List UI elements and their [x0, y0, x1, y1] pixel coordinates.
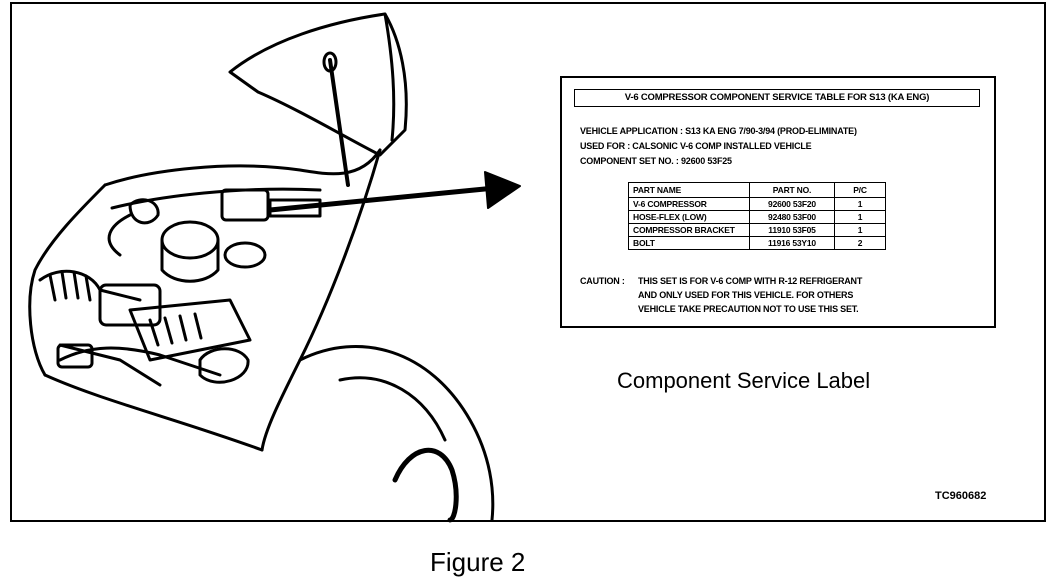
part-no-cell: 92480 53F00 — [749, 210, 835, 224]
connector — [56, 343, 94, 369]
cowl-line — [103, 148, 382, 187]
figure-title: Figure 2 — [430, 547, 526, 577]
grille-line — [58, 343, 162, 387]
hood-prop-rod — [328, 58, 350, 187]
part-name-cell: V-6 COMPRESSOR — [628, 197, 750, 211]
caution-label: CAUTION : — [580, 276, 625, 286]
caution-indent — [580, 288, 638, 302]
air-intake-ribs — [48, 270, 92, 302]
caution-row: VEHICLE TAKE PRECAUTION NOT TO USE THIS … — [580, 302, 990, 316]
component-service-label: V-6 COMPRESSOR COMPONENT SERVICE TABLE F… — [560, 76, 996, 328]
caution-line: AND ONLY USED FOR THIS VEHICLE. FOR OTHE… — [638, 290, 854, 300]
table-row: HOSE-FLEX (LOW) 92480 53F00 1 — [628, 210, 886, 224]
hood-edge — [383, 12, 396, 142]
pc-cell: 1 — [834, 210, 886, 224]
pointer-arrow-head — [484, 171, 521, 209]
compressor — [160, 220, 220, 260]
part-name-cell: COMPRESSOR BRACKET — [628, 223, 750, 237]
figure-code: TC960682 — [935, 490, 987, 502]
label-title: V-6 COMPRESSOR COMPONENT SERVICE TABLE F… — [574, 89, 980, 107]
info-line-set-no: COMPONENT SET NO. : 92600 53F25 — [580, 156, 732, 166]
pointer-arrow-shaft — [267, 185, 498, 213]
radiator — [128, 298, 252, 362]
table-row: COMPRESSOR BRACKET 11910 53F05 1 — [628, 223, 886, 237]
wheel-arch-inner — [338, 376, 447, 442]
table-row: BOLT 11916 53Y10 2 — [628, 236, 886, 250]
fender-arch — [298, 345, 495, 522]
part-no-cell: 11916 53Y10 — [749, 236, 835, 250]
caution-row: AND ONLY USED FOR THIS VEHICLE. FOR OTHE… — [580, 288, 990, 302]
tire — [392, 447, 459, 523]
label-info: VEHICLE APPLICATION : S13 KA ENG 7/90-3/… — [580, 124, 980, 169]
header-pc: P/C — [834, 182, 886, 198]
caution-note: CAUTION : THIS SET IS FOR V-6 COMP WITH … — [580, 274, 990, 316]
air-cleaner — [98, 283, 162, 327]
caution-row: CAUTION : THIS SET IS FOR V-6 COMP WITH … — [580, 274, 990, 288]
part-no-cell: 92600 53F20 — [749, 197, 835, 211]
hood-prop-end — [322, 51, 338, 73]
hose-run — [107, 213, 132, 257]
pc-cell: 1 — [834, 197, 886, 211]
battery — [220, 188, 270, 222]
table-row: V-6 COMPRESSOR 92600 53F20 1 — [628, 197, 886, 211]
header-part-no: PART NO. — [749, 182, 835, 198]
part-name-cell: BOLT — [628, 236, 750, 250]
fender-line — [260, 148, 382, 452]
reservoir — [223, 241, 267, 269]
compressor-body — [160, 238, 220, 283]
part-no-cell: 11910 53F05 — [749, 223, 835, 237]
hood-outline — [228, 12, 408, 157]
pc-cell: 2 — [834, 236, 886, 250]
parts-table: PART NAME PART NO. P/C V-6 COMPRESSOR 92… — [628, 182, 886, 250]
hose-loop — [128, 198, 160, 225]
info-line-used-for: USED FOR : CALSONIC V-6 COMP INSTALLED V… — [580, 141, 812, 151]
caution-line: THIS SET IS FOR V-6 COMP WITH R-12 REFRI… — [638, 276, 863, 286]
pc-cell: 1 — [834, 223, 886, 237]
harness — [58, 346, 222, 377]
figure-frame — [10, 2, 1046, 522]
part-name-cell: HOSE-FLEX (LOW) — [628, 210, 750, 224]
body-left — [28, 183, 107, 377]
body-bottom — [43, 373, 264, 452]
label-caption: Component Service Label — [617, 368, 871, 393]
pulley — [198, 347, 250, 384]
table-header-row: PART NAME PART NO. P/C — [628, 182, 886, 198]
caution-line: VEHICLE TAKE PRECAUTION NOT TO USE THIS … — [638, 304, 859, 314]
info-line-application: VEHICLE APPLICATION : S13 KA ENG 7/90-3/… — [580, 126, 857, 136]
caution-indent — [580, 302, 638, 316]
radiator-fins — [148, 312, 203, 347]
header-part-name: PART NAME — [628, 182, 750, 198]
